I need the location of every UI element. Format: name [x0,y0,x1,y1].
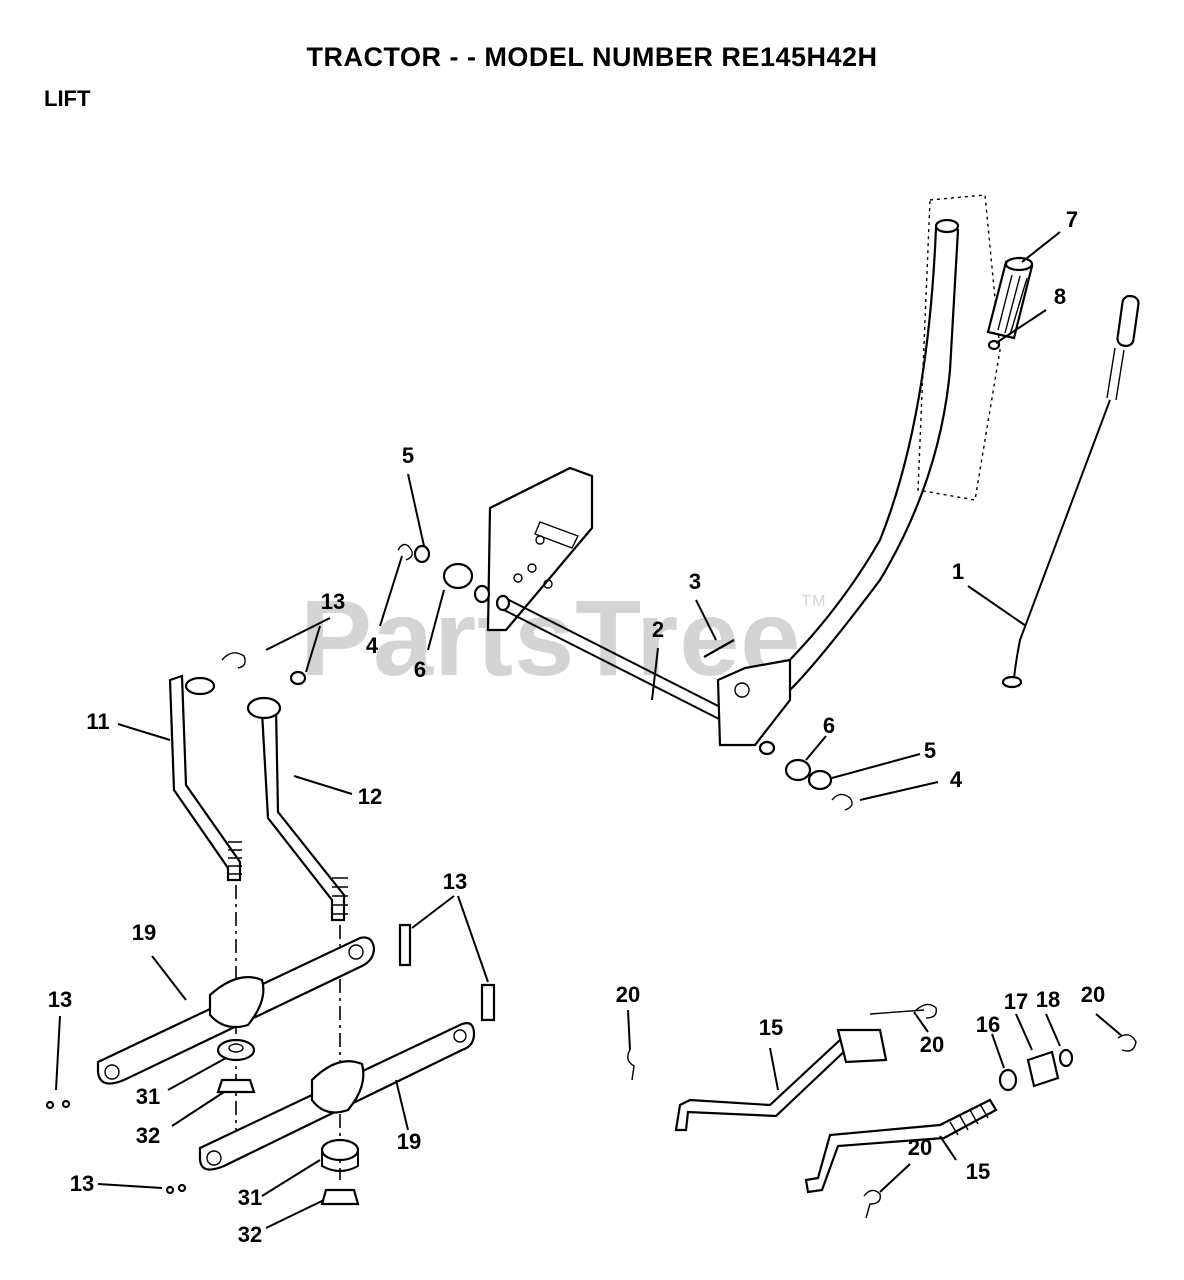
diagram-title: TRACTOR - - MODEL NUMBER RE145H42H [306,42,878,72]
lift-arm-lower [198,1022,476,1171]
callout-5: 5 [401,443,415,468]
callout-3: 3 [688,569,702,594]
leader-lines [55,231,1123,1229]
section-label: LIFT [44,86,91,111]
callout-12: 12 [357,784,383,809]
handle-grip [986,256,1034,340]
callout-13: 13 [442,869,468,894]
lift-handle [768,194,1001,702]
callout-4: 4 [949,767,963,792]
cotter-pins-20 [627,1003,1137,1219]
pins-13 [45,652,496,1195]
nut-upper [216,1078,256,1094]
lift-link-right [246,696,348,1180]
callout-6: 6 [413,657,427,682]
callout-11: 11 [86,709,110,734]
callout-31: 31 [237,1185,263,1210]
callout-13: 13 [320,589,346,614]
callout-2: 2 [651,617,665,642]
callout-20: 20 [1080,982,1106,1007]
bushing-lower [320,1138,360,1172]
lower-hardware [784,758,853,811]
watermark: PartsTreeTM [300,575,826,700]
callout-7: 7 [1065,207,1079,232]
callout-17: 17 [1003,989,1029,1014]
callout-15: 15 [965,1159,991,1184]
callout-4: 4 [365,633,379,658]
shaft-end-bracket [716,658,792,756]
bushing-upper [216,1038,256,1062]
lift-arm-upper [96,936,376,1085]
callout-19: 19 [396,1129,422,1154]
callout-8: 8 [1053,284,1067,309]
upper-hardware [397,543,474,590]
lift-rod [1001,294,1140,689]
callout-32: 32 [135,1123,161,1148]
callout-16: 16 [975,1012,1001,1037]
callout-5: 5 [923,738,937,763]
callout-20: 20 [615,982,641,1007]
callout-15: 15 [758,1015,784,1040]
callout-20: 20 [919,1032,945,1057]
callout-20: 20 [907,1135,933,1160]
lift-link-left [168,674,242,1130]
callout-32: 32 [237,1222,263,1247]
mounting-bracket [486,466,594,632]
watermark-tm: TM [801,593,827,610]
callout-18: 18 [1035,987,1061,1012]
lift-shaft [473,584,731,723]
callout-19: 19 [131,920,157,945]
watermark-text: PartsTree [300,577,802,698]
roll-pin [703,639,735,658]
small-hardware-16-17-18 [998,1048,1074,1092]
callout-13: 13 [47,987,73,1012]
callout-1: 1 [951,559,965,584]
deck-rod-lower [804,1098,998,1194]
callout-31: 31 [135,1084,161,1109]
deck-rod-upper [674,1009,925,1132]
callout-13: 13 [69,1171,95,1196]
callout-6: 6 [822,713,836,738]
nut-lower [320,1188,360,1206]
